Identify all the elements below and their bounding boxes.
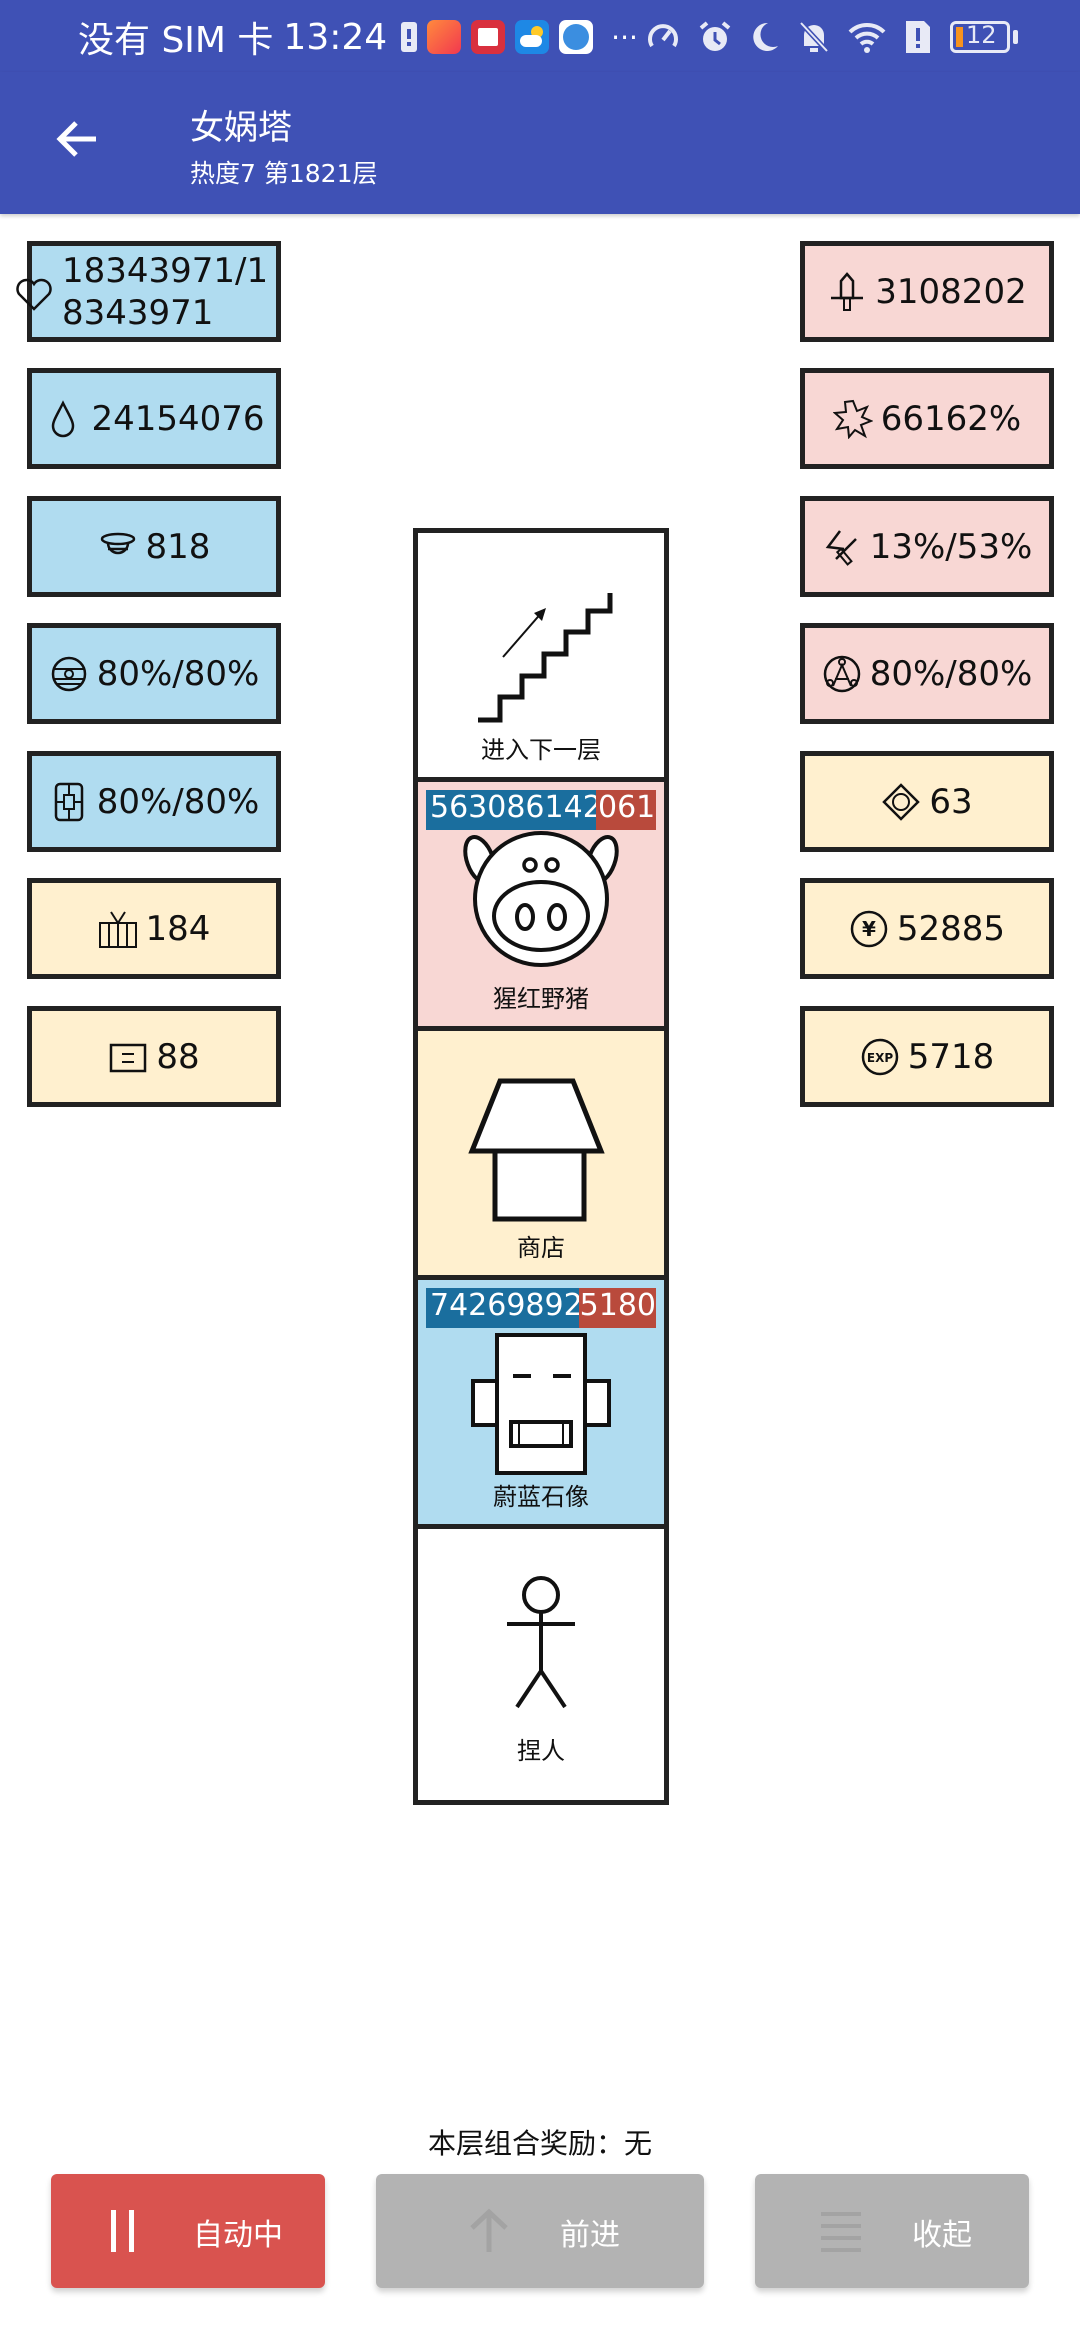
speed-icon <box>648 24 678 48</box>
more-notifications: ··· <box>611 20 638 54</box>
stat-crit-damage: 66162% <box>800 368 1054 469</box>
stat-mp: 24154076 <box>27 368 281 469</box>
arrow-up-icon <box>470 2208 508 2252</box>
page-title: 女娲塔 <box>190 108 292 148</box>
monster-attack: 061 <box>596 790 656 830</box>
cell-label: 捏人 <box>517 1737 565 1765</box>
stat-value: 13%/53% <box>869 526 1033 567</box>
fence-icon <box>98 910 137 948</box>
tower-cell-monster[interactable]: 74269892 5180 蔚蓝石像 <box>418 1280 664 1529</box>
drop-icon <box>52 399 75 437</box>
svg-text:EXP: EXP <box>867 1051 893 1065</box>
rune-circle-icon <box>823 655 860 692</box>
stat-value: 80%/80% <box>96 653 260 694</box>
tower-column: 进入下一层 563086142 061 猩红野猪 商店 74269892 518… <box>413 528 669 1805</box>
bell-off-icon <box>799 21 829 53</box>
clock: 13:24 <box>283 16 388 58</box>
stat-value: 80%/80% <box>869 653 1033 694</box>
exp-icon: EXP <box>861 1038 898 1075</box>
battery-icon: 12 <box>950 21 1018 53</box>
auto-button[interactable]: 自动中 <box>51 2174 325 2288</box>
stairs-up-icon <box>478 593 613 723</box>
arrow-left-icon[interactable] <box>52 114 102 164</box>
tower-cell-monster[interactable]: 563086142 061 猩红野猪 <box>418 782 664 1031</box>
statue-icon <box>471 1333 611 1475</box>
stat-fence: 184 <box>27 878 281 979</box>
stat-value: 66162% <box>880 398 1022 439</box>
stat-value: 18343971/18343971 <box>62 250 269 333</box>
forward-button-label: 前进 <box>560 2218 620 2253</box>
collapse-button-label: 收起 <box>912 2218 972 2253</box>
shop-icon <box>468 1078 605 1222</box>
cell-label: 进入下一层 <box>481 736 601 764</box>
stat-resist-2: 80%/80% <box>27 751 281 852</box>
heart-icon <box>16 278 52 311</box>
auto-button-label: 自动中 <box>193 2218 283 2253</box>
stat-value: 5718 <box>907 1036 995 1077</box>
stat-penetration: 80%/80% <box>800 623 1054 724</box>
carrier-text: 没有 SIM 卡 <box>78 20 274 61</box>
alarm-icon <box>699 21 731 51</box>
stat-exp: EXP 5718 <box>800 1006 1054 1107</box>
moon-icon <box>753 22 778 51</box>
app-book-icon <box>471 20 506 54</box>
monster-hp: 74269892 <box>426 1288 579 1328</box>
stat-value: 63 <box>929 781 973 822</box>
stick-figure-icon <box>507 1576 575 1709</box>
yen-coin-icon: ¥ <box>850 910 888 947</box>
tower-cell-stairs[interactable]: 进入下一层 <box>418 533 664 782</box>
stat-value: 24154076 <box>91 398 265 439</box>
app-weather-icon <box>515 20 550 54</box>
stat-value: 88 <box>156 1036 200 1077</box>
tower-cell-shop[interactable]: 商店 <box>418 1031 664 1280</box>
page-subtitle: 热度7 第1821层 <box>190 159 378 188</box>
monster-stat-bar: 74269892 5180 <box>426 1288 656 1328</box>
stat-value: 52885 <box>896 908 1006 949</box>
collapse-button[interactable]: 收起 <box>755 2174 1029 2288</box>
shield-disc-icon <box>51 656 86 691</box>
stat-value: 184 <box>145 908 211 949</box>
cell-label: 商店 <box>517 1234 565 1262</box>
status-bar: 没有 SIM 卡 13:24 ··· 12 <box>0 0 1080 72</box>
sim-alert-icon <box>906 21 930 53</box>
stat-resist-1: 80%/80% <box>27 623 281 724</box>
helmet-icon <box>100 532 135 554</box>
battery-alert-icon <box>401 22 418 52</box>
cell-label: 蔚蓝石像 <box>493 1483 589 1511</box>
armor-icon <box>54 782 83 821</box>
stat-defense: 818 <box>27 496 281 597</box>
stat-value: 80%/80% <box>96 781 260 822</box>
wifi-icon <box>848 22 886 53</box>
app-bar: 女娲塔 热度7 第1821层 <box>0 72 1080 214</box>
tower-cell-player[interactable]: 捏人 <box>418 1529 664 1778</box>
forward-button[interactable]: 前进 <box>376 2174 704 2288</box>
svg-text:¥: ¥ <box>862 917 876 941</box>
monster-hp: 563086142 <box>426 790 596 830</box>
monster-stat-bar: 563086142 061 <box>426 790 656 830</box>
floor-reward-text: 本层组合奖励：无 <box>427 2127 652 2160</box>
boar-icon <box>463 831 619 967</box>
stat-value: 3108202 <box>875 271 1027 312</box>
monster-attack: 5180 <box>579 1288 656 1328</box>
stat-attack: 3108202 <box>800 241 1054 342</box>
stat-gem: 63 <box>800 751 1054 852</box>
stat-card: 88 <box>27 1006 281 1107</box>
burst-icon <box>832 399 873 439</box>
app-browser-icon <box>559 20 594 54</box>
stat-gold: ¥ 52885 <box>800 878 1054 979</box>
card-icon <box>110 1043 147 1072</box>
battery-level: 12 <box>966 21 997 49</box>
stat-hp: 18343971/18343971 <box>16 241 281 342</box>
app-video-icon <box>427 20 462 54</box>
sword-icon <box>831 271 864 311</box>
slash-icon <box>825 529 857 566</box>
pause-icon <box>111 2210 134 2252</box>
menu-lines-icon <box>821 2212 861 2252</box>
stat-value: 818 <box>145 526 211 567</box>
gem-icon <box>882 782 921 821</box>
cell-label: 猩红野猪 <box>493 985 589 1013</box>
stat-crit-rate: 13%/53% <box>800 496 1054 597</box>
